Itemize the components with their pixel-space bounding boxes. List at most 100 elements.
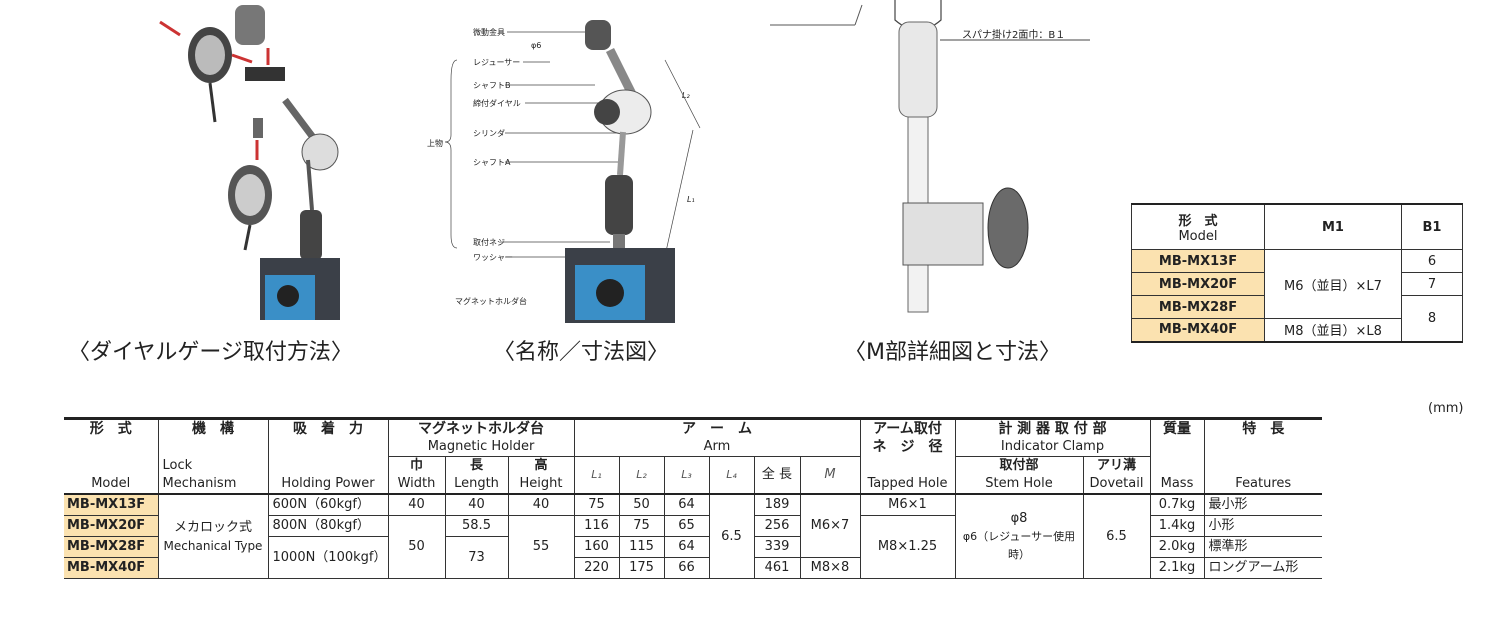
label-cylinder: シリンダ xyxy=(473,128,505,138)
cell-l2: 50 xyxy=(618,493,665,516)
cell-l4: 6.5 xyxy=(708,493,755,579)
label-phi6: φ6 xyxy=(531,41,541,50)
label-l2: L₂ xyxy=(682,91,690,100)
spec-table: 形 式 機 構 吸 着 力 マグネットホルダ台 ア ー ム アーム取付 ネ ジ … xyxy=(64,417,1322,579)
cell-total: 461 xyxy=(753,557,801,579)
hdr-mech-en2: Mechanism xyxy=(162,476,237,491)
label-shaft-b: シャフトB xyxy=(473,81,511,90)
table-row: MB-MX20F 800N（80kgf） 50 58.5 55 116 75 6… xyxy=(64,515,1322,579)
hdr-model-en: Model xyxy=(64,456,159,495)
cell-mass: 2.1kg xyxy=(1149,557,1205,579)
hdr-arm-jp: ア ー ム xyxy=(573,418,861,438)
label-upper: 上物 xyxy=(427,138,443,148)
cell-l2: 75 xyxy=(618,515,665,537)
cell-tapped: M8×1.25 xyxy=(859,515,956,579)
cell-m: M8×8 xyxy=(799,557,861,579)
label-reducer: レジューサー xyxy=(473,58,520,67)
cell-l3: 64 xyxy=(663,493,710,516)
small-b1: 7 xyxy=(1401,272,1463,296)
cell-l3: 64 xyxy=(663,536,710,558)
table-row: MB-MX40F 220 175 66 461 M8×8 2.1kg ロングアー… xyxy=(64,557,1322,579)
hdr-mech-en: Lock Mechanism xyxy=(157,456,269,495)
label-mount-screw: 取付ネジ xyxy=(473,237,505,247)
cell-l1: 116 xyxy=(573,515,620,537)
cell-feature: ロングアーム形 xyxy=(1203,557,1322,579)
cell-stem-1: φ8 xyxy=(1010,510,1028,526)
cell-width: 50 xyxy=(387,515,446,579)
cell-dovetail: 6.5 xyxy=(1082,493,1151,579)
hdr-l1: L₁ xyxy=(573,456,620,495)
hdr-feat-en: Features xyxy=(1203,456,1322,495)
hdr-arm-en: Arm xyxy=(573,438,861,457)
cell-length: 73 xyxy=(444,536,509,579)
hdr-width-jp: 巾 xyxy=(387,456,446,475)
hdr-dove-jp: アリ溝 xyxy=(1082,456,1151,475)
cell-length: 40 xyxy=(444,493,509,516)
cell-height: 55 xyxy=(507,515,575,579)
small-model: MB-MX28F xyxy=(1131,295,1265,319)
cell-l1: 75 xyxy=(573,493,620,516)
hdr-height-jp: 高 xyxy=(507,456,575,475)
small-model: MB-MX13F xyxy=(1131,249,1265,273)
m1-b1-table: 形 式 Model M1 B1 MB-MX13F M6（並目）×L7 6 MB-… xyxy=(1131,203,1463,343)
cell-l1: 220 xyxy=(573,557,620,579)
hdr-holder-en: Magnetic Holder xyxy=(387,438,575,457)
small-header-model-en: Model xyxy=(1178,229,1218,244)
cell-feature: 小形 xyxy=(1203,515,1322,537)
small-header-b1: B1 xyxy=(1401,203,1463,250)
hdr-dove-en: Dovetail xyxy=(1082,475,1151,495)
cell-model: MB-MX28F xyxy=(64,536,159,558)
small-header-m1: M1 xyxy=(1264,203,1402,250)
cell-l2: 175 xyxy=(618,557,665,579)
hdr-l2: L₂ xyxy=(618,456,665,495)
names-dimensions-figure: 微動金具 φ6 レジューサー シャフトB 締付ダイヤル 上物 シリンダ シャフト… xyxy=(427,20,701,323)
hdr-mount-en: Tapped Hole xyxy=(859,456,956,495)
hdr-holder-jp: マグネットホルダ台 xyxy=(387,418,575,438)
small-m1-m6: M6（並目）×L7 xyxy=(1264,249,1402,319)
hdr-clamp-jp: 計 測 器 取 付 部 xyxy=(954,418,1151,438)
m-detail-figure: スパナ掛け2面巾：B１ xyxy=(770,0,1090,313)
hdr-mech-jp: 機 構 xyxy=(157,418,269,457)
label-shaft-a: シャフトA xyxy=(473,158,511,167)
hdr-power-en: Holding Power xyxy=(267,456,389,495)
cell-total: 256 xyxy=(753,515,801,537)
cell-power: 800N（80kgf） xyxy=(267,515,389,537)
cell-m: M6×7 xyxy=(799,493,861,558)
table-row: MB-MX28F 1000N（100kgf） 73 160 115 64 339… xyxy=(64,536,1322,579)
hdr-clamp-en: Indicator Clamp xyxy=(954,438,1151,457)
small-model: MB-MX20F xyxy=(1131,272,1265,296)
hdr-power-jp: 吸 着 力 xyxy=(267,418,389,457)
caption-dial-gauge-method: 〈ダイヤルゲージ取付方法〉 xyxy=(68,340,353,365)
hdr-holder-jp-text: マグネットホルダ台 xyxy=(418,421,544,437)
hdr-height-en: Height xyxy=(507,475,575,495)
cell-feature: 標準形 xyxy=(1203,536,1322,558)
hdr-l4: L₄ xyxy=(708,456,755,495)
cell-mechanism-jp: メカロック式 xyxy=(173,519,252,535)
hdr-mount-jp2: ネ ジ 径 xyxy=(872,439,943,455)
cell-mechanism-en: Mechanical Type xyxy=(163,538,263,553)
hdr-length-jp: 長 xyxy=(444,456,509,475)
hdr-model-jp: 形 式 xyxy=(64,418,159,457)
cell-model: MB-MX20F xyxy=(64,515,159,537)
label-spanner: スパナ掛け2面巾：B１ xyxy=(962,28,1065,41)
cell-tapped: M6×1 xyxy=(859,493,956,516)
label-magnet-holder: マグネットホルダ台 xyxy=(455,296,527,306)
cell-l3: 66 xyxy=(663,557,710,579)
hdr-length-en: Length xyxy=(444,475,509,495)
small-m1-m8: M8（並目）×L8 xyxy=(1264,318,1402,342)
unit-label: (mm) xyxy=(1428,401,1464,416)
cell-mass: 0.7kg xyxy=(1149,493,1205,516)
cell-stem-2: φ6（レジューサー使用時） xyxy=(962,529,1076,561)
cell-stem: φ8 φ6（レジューサー使用時） xyxy=(954,493,1084,579)
cell-power: 600N（60kgf） xyxy=(267,493,389,516)
small-model: MB-MX40F xyxy=(1131,318,1265,342)
label-tighten-dial: 締付ダイヤル xyxy=(473,98,521,108)
cell-model: MB-MX13F xyxy=(64,493,159,516)
small-b1: 6 xyxy=(1401,249,1463,273)
cell-mechanism: メカロック式 Mechanical Type xyxy=(157,493,269,579)
hdr-stem-jp: 取付部 xyxy=(954,456,1084,475)
cell-height: 40 xyxy=(507,493,575,516)
cell-l2: 115 xyxy=(618,536,665,558)
cell-mass: 1.4kg xyxy=(1149,515,1205,537)
small-b1: 8 xyxy=(1401,295,1463,342)
